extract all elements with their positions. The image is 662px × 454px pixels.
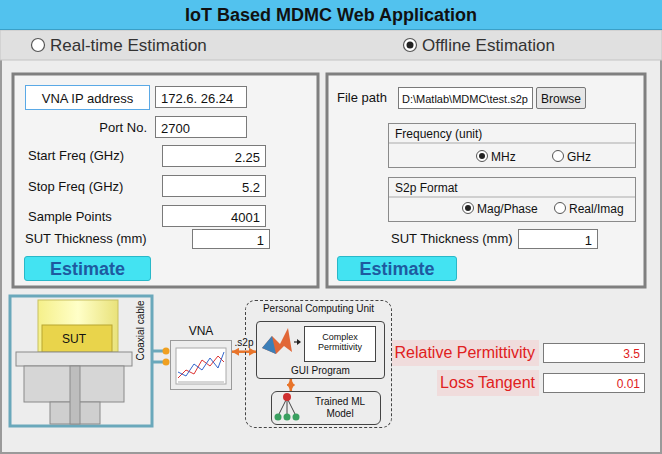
double-arrow: [232, 350, 256, 353]
option-group: Frequency (unit) MHz GHz: [388, 123, 636, 168]
text-input: 2700: [155, 116, 247, 138]
text-input: 2.25: [162, 145, 266, 167]
label-text: Coaxial cable: [135, 301, 146, 361]
double-arrow: [290, 379, 293, 391]
estimate-button: Estimate: [337, 256, 457, 281]
node-text: GUI Program: [257, 365, 384, 376]
label-text: Port No.: [40, 120, 147, 135]
node-text: 2.25: [235, 150, 260, 165]
result-box: Complex Permittivity: [304, 326, 376, 362]
node-text: Frequency (unit): [395, 127, 482, 141]
label-box: VNA IP address: [25, 85, 150, 110]
browse-button: Browse: [536, 87, 586, 109]
node-text: 2700: [161, 121, 190, 136]
text-input: 5.2: [162, 175, 266, 197]
title-bar: IoT Based MDMC Web Application: [0, 0, 662, 30]
node-text: Personal Computing Unit: [246, 303, 391, 314]
node-text: 172.6. 26.24: [161, 91, 233, 106]
estimate-button: Estimate: [24, 256, 151, 281]
node-text: 5.2: [242, 180, 260, 195]
ml-model: Trained ML Model: [271, 391, 381, 425]
node-text: VNA IP address: [26, 91, 149, 106]
node-text: 4001: [231, 210, 260, 225]
text-input: 4001: [162, 205, 266, 227]
output-label: Loss Tangent: [437, 370, 539, 396]
label-text: SUT Thickness (mm): [25, 231, 147, 246]
text-input: 1: [518, 229, 598, 249]
node-text: S2p Format: [395, 181, 458, 195]
node-text: Trained ML Model: [304, 396, 376, 419]
node-text: Estimate: [338, 259, 456, 280]
gui-program: GUI Program Complex Permittivity: [256, 321, 385, 379]
node-text: VNA: [171, 324, 231, 338]
vna-box: VNA: [170, 340, 232, 390]
label-text: SUT: [62, 332, 86, 346]
text-input: 1: [192, 229, 270, 249]
node-text: Browse: [537, 92, 585, 106]
label-text: Sample Points: [28, 209, 112, 224]
label-text: SUT Thickness (mm): [391, 231, 513, 246]
output-field: 0.01: [543, 373, 645, 393]
edge-label: .s2p: [234, 337, 255, 348]
node-text: Loss Tangent: [440, 374, 535, 392]
node-text: D:\Matlab\MDMC\test.s2p: [402, 93, 528, 105]
output-label: Relative Permittivity: [392, 340, 539, 366]
file-input: D:\Matlab\MDMC\test.s2p: [398, 87, 533, 109]
option-group: S2p FormatMag/Phase Real/Imag: [388, 177, 636, 222]
node-text: Relative Permittivity: [395, 344, 535, 362]
node-text: 3.5: [623, 347, 640, 361]
node-text: Complex Permittivity: [307, 332, 373, 353]
label-text: Offline Estimation: [422, 36, 555, 56]
label-text: Start Freq (GHz): [28, 148, 124, 163]
node-text: 1: [585, 233, 592, 248]
node-text: Mag/Phase: [477, 202, 538, 216]
node-text: Estimate: [25, 259, 150, 280]
label-text: Stop Freq (GHz): [28, 179, 123, 194]
computing-unit: Personal Computing UnitGUI Program Comple…: [245, 300, 392, 428]
label-text: Real-time Estimation: [50, 36, 207, 56]
node-text: 1: [257, 233, 264, 248]
title-text: IoT Based MDMC Web Application: [0, 5, 662, 26]
node-text: MHz: [491, 150, 516, 164]
label-text: File path: [337, 90, 387, 105]
node-text: Real/Imag: [569, 202, 624, 216]
output-field: 3.5: [543, 343, 645, 363]
node-text: 0.01: [617, 377, 640, 391]
node-text: GHz: [567, 150, 591, 164]
text-input: 172.6. 26.24: [155, 86, 247, 108]
